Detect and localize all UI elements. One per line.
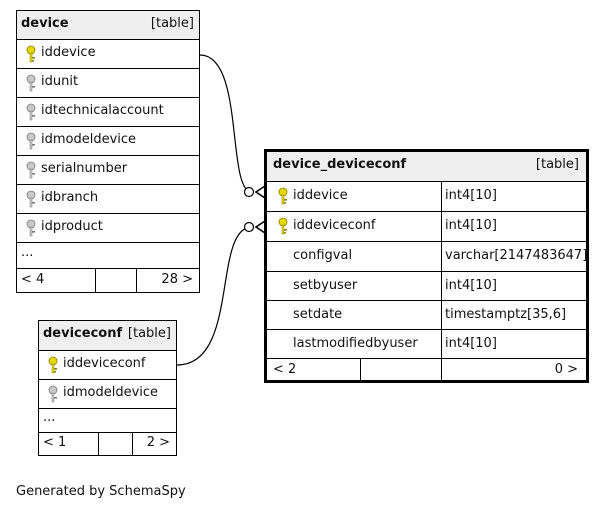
device-deviceconf-column-row[interactable]: iddevice int4[10] — [267, 182, 586, 212]
device-deviceconf-table-header: device_deviceconf [table] — [267, 152, 586, 182]
device-table[interactable]: device [table] iddevice idunit idtechnic… — [16, 10, 200, 293]
device-table-header: device [table] — [17, 11, 199, 40]
column-type-divider — [441, 301, 442, 329]
footer-divider — [95, 269, 96, 292]
primary-key-icon — [48, 356, 58, 374]
parents-count: < 1 — [43, 435, 67, 450]
primary-key-icon — [278, 217, 288, 235]
column-name: iddevice — [293, 188, 348, 203]
column-type: int4[10] — [445, 188, 497, 203]
foreign-key-icon — [26, 132, 36, 150]
column-name: lastmodifiedbyuser — [293, 336, 418, 351]
column-type-divider — [441, 330, 442, 358]
column-type: int4[10] — [445, 218, 497, 233]
foreign-key-icon — [26, 103, 36, 121]
relation-deviceconf-crowsfoot-icon — [254, 220, 266, 234]
device-column-row[interactable]: idbranch — [17, 185, 199, 214]
device-deviceconf-table-name: device_deviceconf — [273, 157, 407, 172]
column-name: idtechnicalaccount — [41, 103, 164, 118]
column-name: serialnumber — [41, 161, 128, 176]
foreign-key-icon — [48, 385, 58, 403]
relation-device-optional-marker — [243, 186, 255, 198]
column-name: idbranch — [41, 190, 99, 205]
foreign-key-icon — [26, 190, 36, 208]
column-name: configval — [293, 248, 353, 263]
primary-key-icon — [26, 45, 36, 63]
device-column-row[interactable]: idproduct — [17, 214, 199, 243]
device-deviceconf-table[interactable]: device_deviceconf [table] iddevice int4[… — [264, 149, 589, 383]
column-type-divider — [441, 242, 442, 271]
deviceconf-table-name: deviceconf — [43, 326, 123, 341]
column-name: idmodeldevice — [41, 132, 137, 147]
device-deviceconf-column-row[interactable]: setbyuser int4[10] — [267, 272, 586, 301]
device-column-row[interactable]: serialnumber — [17, 156, 199, 185]
relation-deviceconf-to-device-deviceconf — [176, 226, 253, 366]
parents-count: < 2 — [273, 362, 297, 377]
column-name: setdate — [293, 307, 343, 322]
column-type: varchar[2147483647] — [445, 248, 588, 263]
relation-device-crowsfoot-icon — [254, 185, 266, 199]
deviceconf-more-columns-row: ... — [39, 409, 176, 433]
device-deviceconf-column-row[interactable]: iddeviceconf int4[10] — [267, 212, 586, 242]
primary-key-icon — [278, 187, 288, 205]
device-column-row[interactable]: idtechnicalaccount — [17, 98, 199, 127]
deviceconf-table-footer: < 1 2 > — [39, 433, 176, 455]
column-name: idproduct — [41, 219, 103, 234]
device-deviceconf-column-row[interactable]: setdate timestamptz[35,6] — [267, 301, 586, 330]
column-type: int4[10] — [445, 278, 497, 293]
parents-count: < 4 — [21, 272, 45, 287]
children-count: 0 > — [554, 362, 578, 377]
footer-divider — [441, 359, 442, 380]
column-type-divider — [441, 212, 442, 241]
device-deviceconf-column-row[interactable]: lastmodifiedbyuser int4[10] — [267, 330, 586, 359]
column-name: iddeviceconf — [293, 218, 376, 233]
device-deviceconf-table-footer: < 2 0 > — [267, 359, 586, 380]
footer-divider — [132, 433, 133, 455]
column-name: idmodeldevice — [63, 385, 159, 400]
device-column-row[interactable]: idmodeldevice — [17, 127, 199, 156]
device-deviceconf-table-kind: [table] — [535, 157, 579, 172]
column-name: iddeviceconf — [63, 356, 146, 371]
foreign-key-icon — [26, 161, 36, 179]
relation-device-to-device-deviceconf — [199, 54, 253, 193]
column-type-divider — [441, 272, 442, 300]
column-type: timestamptz[35,6] — [445, 307, 567, 322]
relation-deviceconf-optional-marker — [243, 221, 255, 233]
children-count: 28 > — [161, 272, 193, 287]
column-name: setbyuser — [293, 278, 358, 293]
device-table-footer: < 4 28 > — [17, 269, 199, 292]
deviceconf-table-header: deviceconf [table] — [39, 321, 176, 351]
deviceconf-column-row[interactable]: idmodeldevice — [39, 380, 176, 409]
footer-divider — [98, 433, 99, 455]
device-column-row[interactable]: iddevice — [17, 40, 199, 69]
column-name: iddevice — [41, 45, 96, 60]
deviceconf-table[interactable]: deviceconf [table] iddeviceconf idmodeld… — [38, 320, 177, 456]
deviceconf-table-kind: [table] — [127, 326, 171, 341]
column-name: idunit — [41, 74, 79, 89]
device-table-kind: [table] — [150, 16, 194, 31]
device-more-columns-row: ... — [17, 243, 199, 269]
footer-divider — [136, 269, 137, 292]
deviceconf-column-row[interactable]: iddeviceconf — [39, 351, 176, 380]
footer-divider — [360, 359, 361, 380]
device-deviceconf-column-row[interactable]: configval varchar[2147483647] — [267, 242, 588, 272]
generated-by-credit: Generated by SchemaSpy — [16, 484, 186, 499]
ellipsis: ... — [43, 410, 56, 425]
foreign-key-icon — [26, 219, 36, 237]
column-type-divider — [441, 182, 442, 211]
children-count: 2 > — [146, 435, 170, 450]
ellipsis: ... — [21, 245, 34, 260]
column-type: int4[10] — [445, 336, 497, 351]
device-column-row[interactable]: idunit — [17, 69, 199, 98]
device-table-name: device — [21, 16, 69, 31]
foreign-key-icon — [26, 74, 36, 92]
